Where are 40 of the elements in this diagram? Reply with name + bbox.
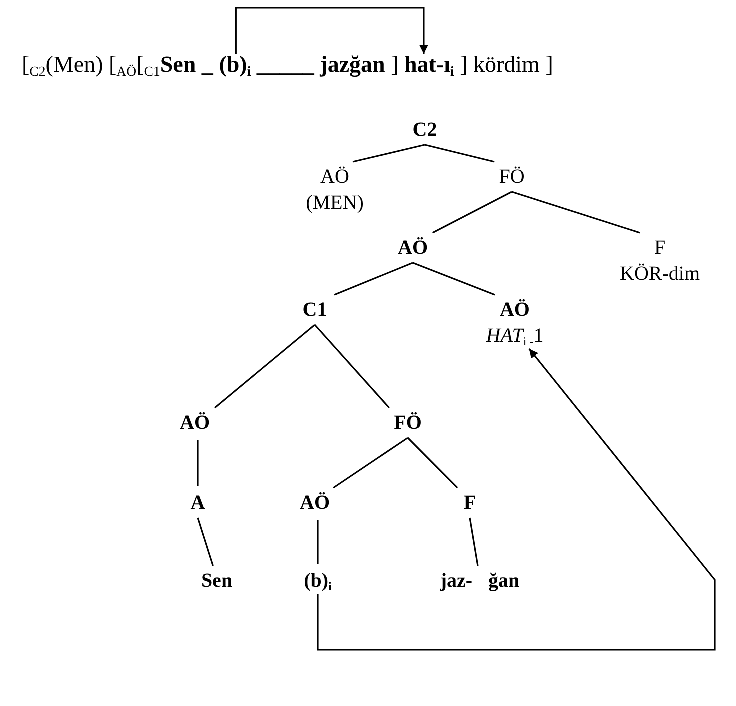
tree-branch xyxy=(317,520,319,564)
tree-branch xyxy=(314,324,390,409)
tree-label: C2 xyxy=(412,118,438,143)
tree-label: AÖ xyxy=(180,411,210,436)
tree-word: ğan xyxy=(488,569,520,594)
tree-label: (b)$_{i}$ xyxy=(304,569,332,594)
tree-word: HAT$_{i -}$1 xyxy=(486,324,544,349)
arrow xyxy=(235,7,428,54)
sentence-text: [$_{C2}$(Men) [$_{AÖ}$[$_{C1}$Sen _ xyxy=(22,52,214,78)
tree-branch xyxy=(469,518,479,566)
tree-label: AÖ xyxy=(499,298,531,323)
tree-word: KÖR-dim xyxy=(620,262,700,287)
tree-label: C1 xyxy=(302,298,328,323)
tree-branch xyxy=(407,437,458,489)
sentence-text: ] kördim ] xyxy=(460,52,554,78)
tree-branch xyxy=(412,262,496,296)
arrow xyxy=(317,348,716,651)
tree-branch xyxy=(333,437,408,489)
tree-label: AÖ xyxy=(398,236,428,261)
tree-label: jaz- xyxy=(440,569,473,594)
tree-label: AÖ xyxy=(320,165,350,190)
tree-label: FÖ xyxy=(394,411,422,436)
tree-label: A xyxy=(190,491,206,516)
tree-branch xyxy=(424,144,495,163)
tree-branch xyxy=(197,440,199,486)
tree-branch xyxy=(214,324,316,409)
sentence-text: _____ jazğan ] xyxy=(256,52,400,78)
tree-word: (b)$_{i}$ xyxy=(219,52,257,78)
tree-branch xyxy=(512,191,640,234)
tree-branch xyxy=(334,262,414,296)
tree-label: FÖ xyxy=(499,165,525,190)
tree-label: F xyxy=(464,491,476,516)
tree-branch xyxy=(352,144,426,163)
tree-label: F xyxy=(653,236,667,261)
tree-label: AÖ xyxy=(300,491,330,516)
tree-word: hat-ı$_{i}$ xyxy=(404,52,460,78)
tree-word: (MEN) xyxy=(306,191,364,216)
tree-label: Sen xyxy=(201,569,233,594)
tree-branch xyxy=(197,518,214,566)
tree-branch xyxy=(432,191,512,234)
